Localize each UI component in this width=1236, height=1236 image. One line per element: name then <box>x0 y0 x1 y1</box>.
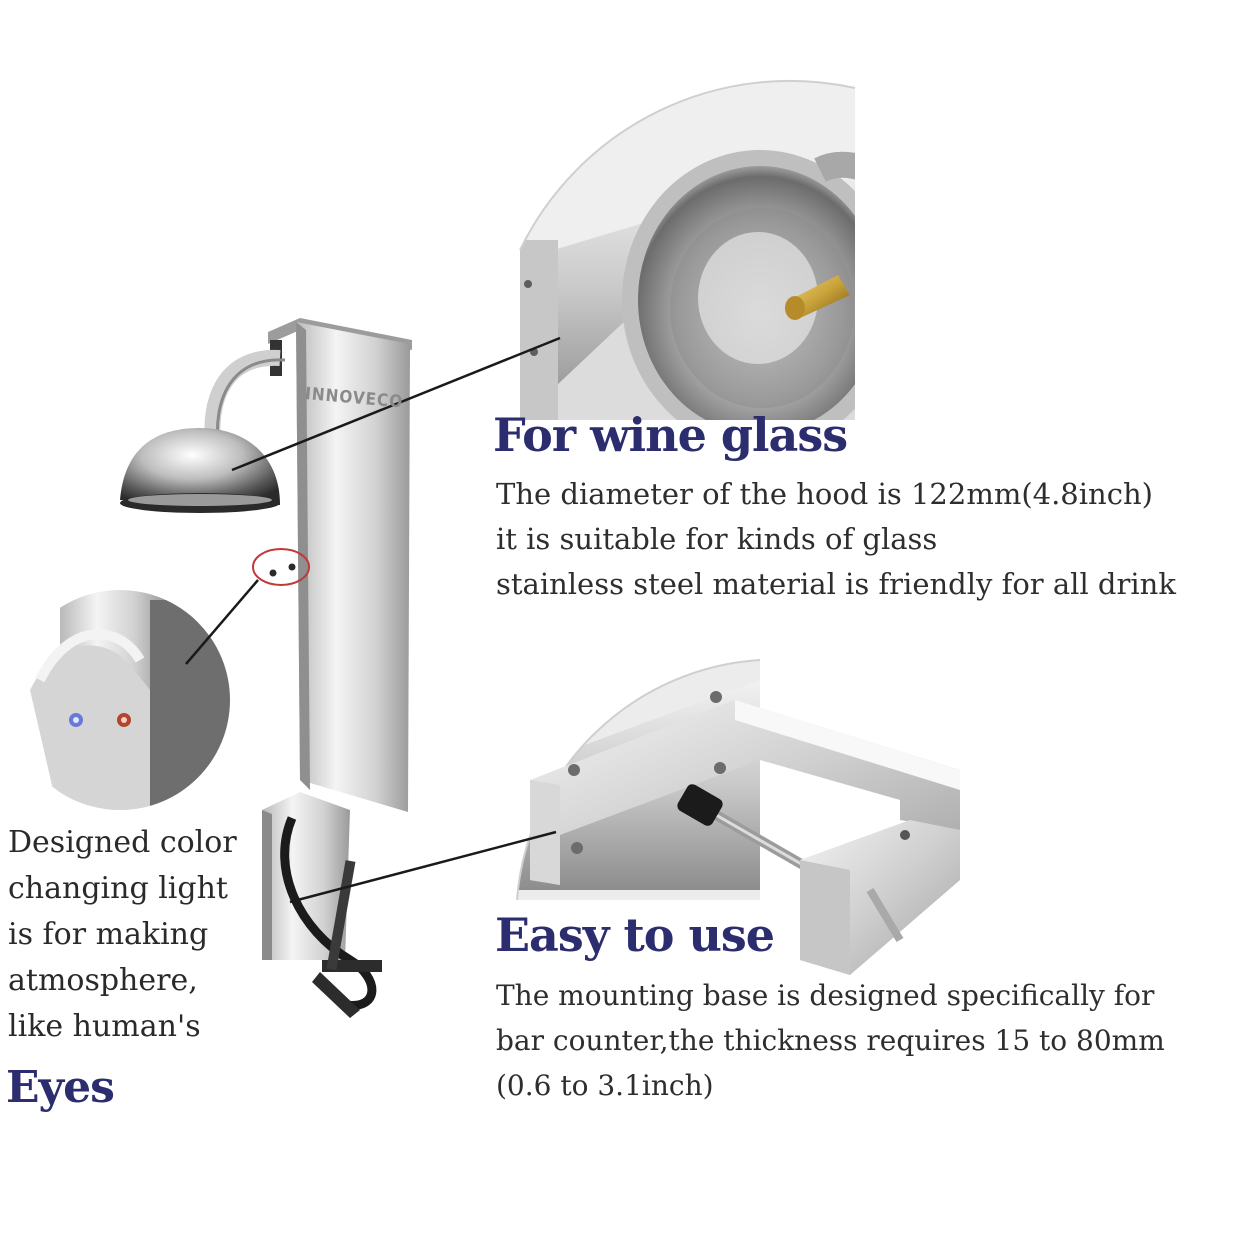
light-line-4: atmosphere, <box>8 963 198 998</box>
dispenser-column <box>252 318 412 1018</box>
spray-hood <box>120 349 286 513</box>
hood-leader-line <box>231 336 561 472</box>
mount-line-3: (0.6 to 3.1inch) <box>496 1069 714 1102</box>
light-line-1: Designed color <box>8 825 237 860</box>
led-leader-line <box>185 579 259 665</box>
hood-detail-zoom <box>520 80 855 420</box>
wine-line-2: it is suitable for kinds of glass <box>496 522 938 556</box>
light-line-2: changing light <box>8 871 228 906</box>
wine-line-1: The diameter of the hood is 122mm(4.8inc… <box>496 477 1153 511</box>
mount-line-2: bar counter,the thickness requires 15 to… <box>496 1024 1165 1057</box>
light-line-3: is for making <box>8 917 209 952</box>
mount-line-1: The mounting base is designed specifical… <box>496 979 1155 1012</box>
wine-line-3: stainless steel material is friendly for… <box>496 567 1176 601</box>
clamp-detail-zoom <box>516 659 960 975</box>
light-line-5: like human's <box>8 1009 201 1044</box>
wine-glass-description: The diameter of the hood is 122mm(4.8inc… <box>496 472 1176 607</box>
led-detail-zoom <box>10 590 230 810</box>
light-description: Designed color changing light is for mak… <box>8 820 237 1050</box>
eyes-heading: Eyes <box>6 1062 115 1113</box>
clamp-leader-line <box>289 830 557 904</box>
wine-glass-heading: For wine glass <box>493 408 848 462</box>
easy-to-use-heading: Easy to use <box>495 908 775 962</box>
mounting-description: The mounting base is designed specifical… <box>496 973 1165 1108</box>
